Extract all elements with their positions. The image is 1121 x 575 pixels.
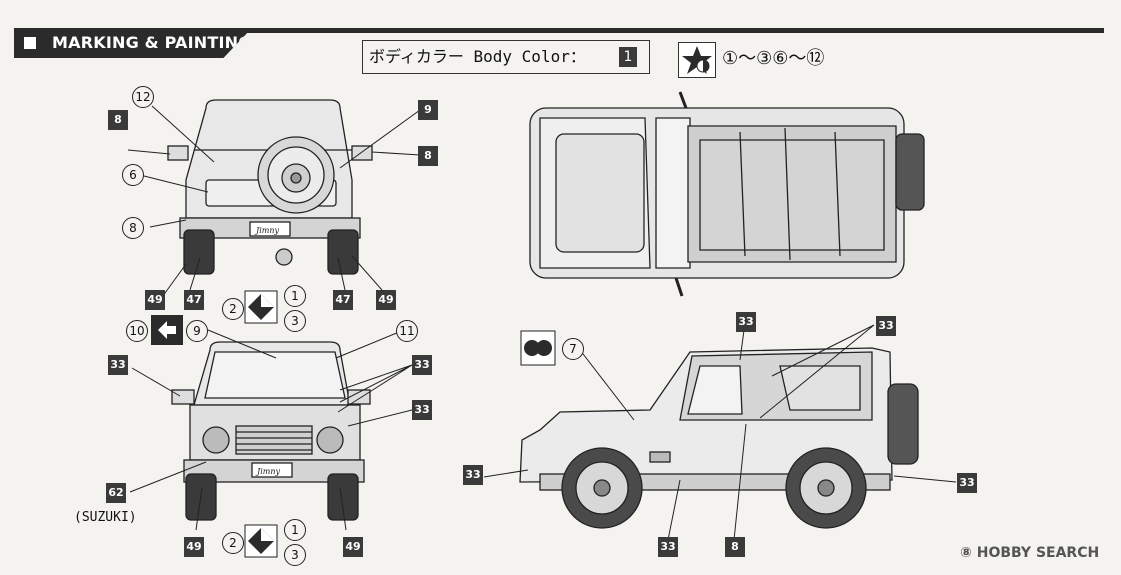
suzuki-label: (SUZUKI) [74,510,137,525]
watermark: ⑧ HOBBY SEARCH [960,545,1099,561]
header-square-icon [24,37,36,49]
part-9: 9 [186,320,208,342]
code-33-side-left: 33 [463,465,483,485]
part-11: 11 [396,320,418,342]
code-33-front-right: 33 [412,355,432,375]
code-49-rear-right: 49 [376,290,396,310]
side-view-drawing [519,347,919,529]
decal-arrow-icon [151,315,183,345]
section-header: MARKING & PAINTING [14,28,252,58]
front-view-drawing: Jimny [171,341,371,521]
watermark-logo-icon: ⑧ [960,545,972,561]
star-icon [682,46,712,74]
code-47-rear-right: 47 [333,290,353,310]
part-3-front: 3 [284,544,306,566]
code-8-left: 8 [108,110,128,130]
section-title: MARKING & PAINTING [52,33,252,52]
code-33-side-right: 33 [957,473,977,493]
body-color-number: 1 [619,47,637,67]
code-47-rear-left: 47 [184,290,204,310]
svg-text:Jimny: Jimny [254,226,280,235]
code-49-rear-left: 49 [145,290,165,310]
code-9: 9 [418,100,438,120]
body-color-label: ボディカラー Body Color： [369,47,586,66]
svg-text:Jimny: Jimny [255,467,281,476]
code-8-right: 8 [418,146,438,166]
header-rule [14,28,1104,33]
part-1-front: 1 [284,519,306,541]
decal-diamond-icon-rear [244,290,278,324]
part-8: 8 [122,217,144,239]
rear-view-drawing: Jimny [167,99,373,275]
part-1-rear: 1 [284,285,306,307]
code-62: 62 [106,483,126,503]
part-3-rear: 3 [284,310,306,332]
top-view-drawing [529,91,925,297]
code-8-side-bottom: 8 [725,537,745,557]
code-33-front-grille: 33 [412,400,432,420]
code-33-side-top: 33 [736,312,756,332]
code-33-side-bottom: 33 [658,537,678,557]
code-49-front-left: 49 [184,537,204,557]
part-6: 6 [122,164,144,186]
part-10: 10 [126,320,148,342]
decal-diamond-icon-front [244,524,278,558]
code-49-front-right: 49 [343,537,363,557]
part-2-front: 2 [222,532,244,554]
leader-lines [127,105,957,541]
star-part-refs: ①～③⑥～⑫ [722,48,825,69]
part-2-rear: 2 [222,298,244,320]
body-color-box: ボディカラー Body Color： 1 [362,40,650,74]
star-paint-box [678,42,716,78]
code-33-front-left: 33 [108,355,128,375]
watermark-text: HOBBY SEARCH [976,545,1100,561]
part-7: 7 [562,338,584,360]
decal-circle-icon [520,330,556,366]
code-33-side-top-right: 33 [876,316,896,336]
part-12: 12 [132,86,154,108]
